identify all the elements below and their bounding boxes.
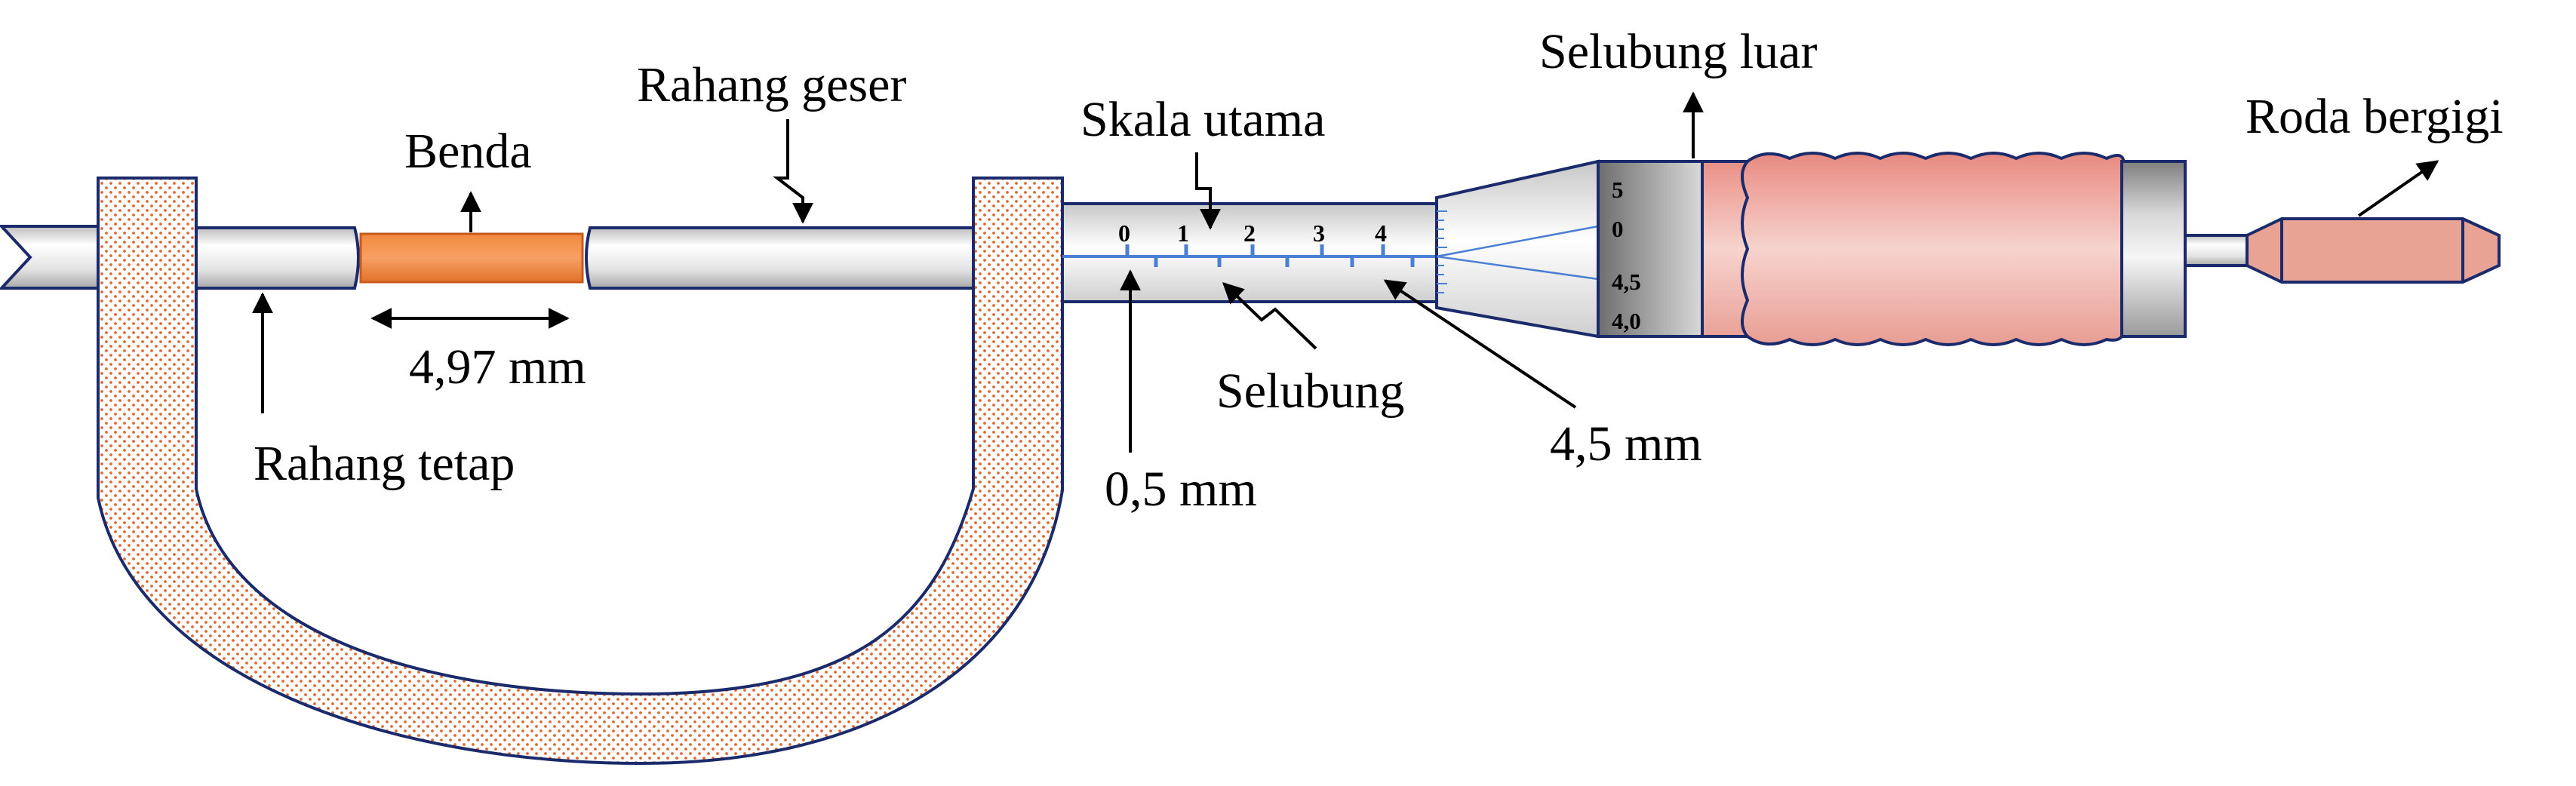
- label-skala-utama: Skala utama: [1081, 92, 1325, 147]
- label-rahang-tetap: Rahang tetap: [254, 436, 515, 491]
- label-main-reading: 0,5 mm: [1105, 462, 1257, 517]
- label-benda: Benda: [404, 124, 532, 179]
- micrometer-frame: [97, 177, 1064, 766]
- arrow-selubung: [1222, 282, 1317, 350]
- sleeve: [1061, 202, 1438, 303]
- knurled-grip: [1701, 152, 2129, 346]
- main-scale-number-0: 0: [1118, 220, 1130, 247]
- outer-sleeve: [1597, 160, 1704, 338]
- main-scale-number-2: 2: [1243, 220, 1256, 247]
- ratchet-shaft: [2184, 234, 2249, 267]
- arrow-rahang-geser: [773, 119, 813, 224]
- thimble-number-4-0: 4,0: [1612, 308, 1641, 334]
- anvil: [195, 226, 360, 290]
- main-scale-number-1: 1: [1177, 220, 1189, 247]
- arrow-thimble-reading: [1383, 279, 1577, 409]
- label-rahang-geser: Rahang geser: [637, 57, 906, 112]
- label-selubung: Selubung: [1216, 364, 1404, 419]
- arrow-roda-bergigi: [2357, 160, 2439, 217]
- thimble-number-5: 5: [1612, 177, 1624, 203]
- grip-left-edge: [1741, 160, 1750, 338]
- thimble-edge-ticks: [1437, 210, 1447, 293]
- main-scale-number-3: 3: [1313, 220, 1325, 247]
- thimble-number-4-5: 4,5: [1612, 269, 1641, 295]
- object-benda: [359, 232, 584, 284]
- main-scale-ticks: [1125, 244, 1415, 267]
- thimble-cone: [1435, 159, 1600, 339]
- ratchet-knob: [2246, 217, 2501, 284]
- anvil-rod: [0, 225, 100, 290]
- label-roda-bergigi: Roda bergigi: [2246, 89, 2504, 144]
- arrow-skala-utama: [1195, 152, 1221, 230]
- label-object-width: 4,97 mm: [409, 339, 586, 395]
- thimble-scale-lines: [1436, 225, 1599, 281]
- spindle: [585, 226, 975, 290]
- label-selubung-luar: Selubung luar: [1539, 24, 1817, 79]
- main-scale-number-4: 4: [1375, 220, 1387, 247]
- thimble-number-0: 0: [1612, 216, 1624, 242]
- rear-cylinder: [2120, 160, 2187, 338]
- label-thimble-reading: 4,5 mm: [1550, 416, 1702, 471]
